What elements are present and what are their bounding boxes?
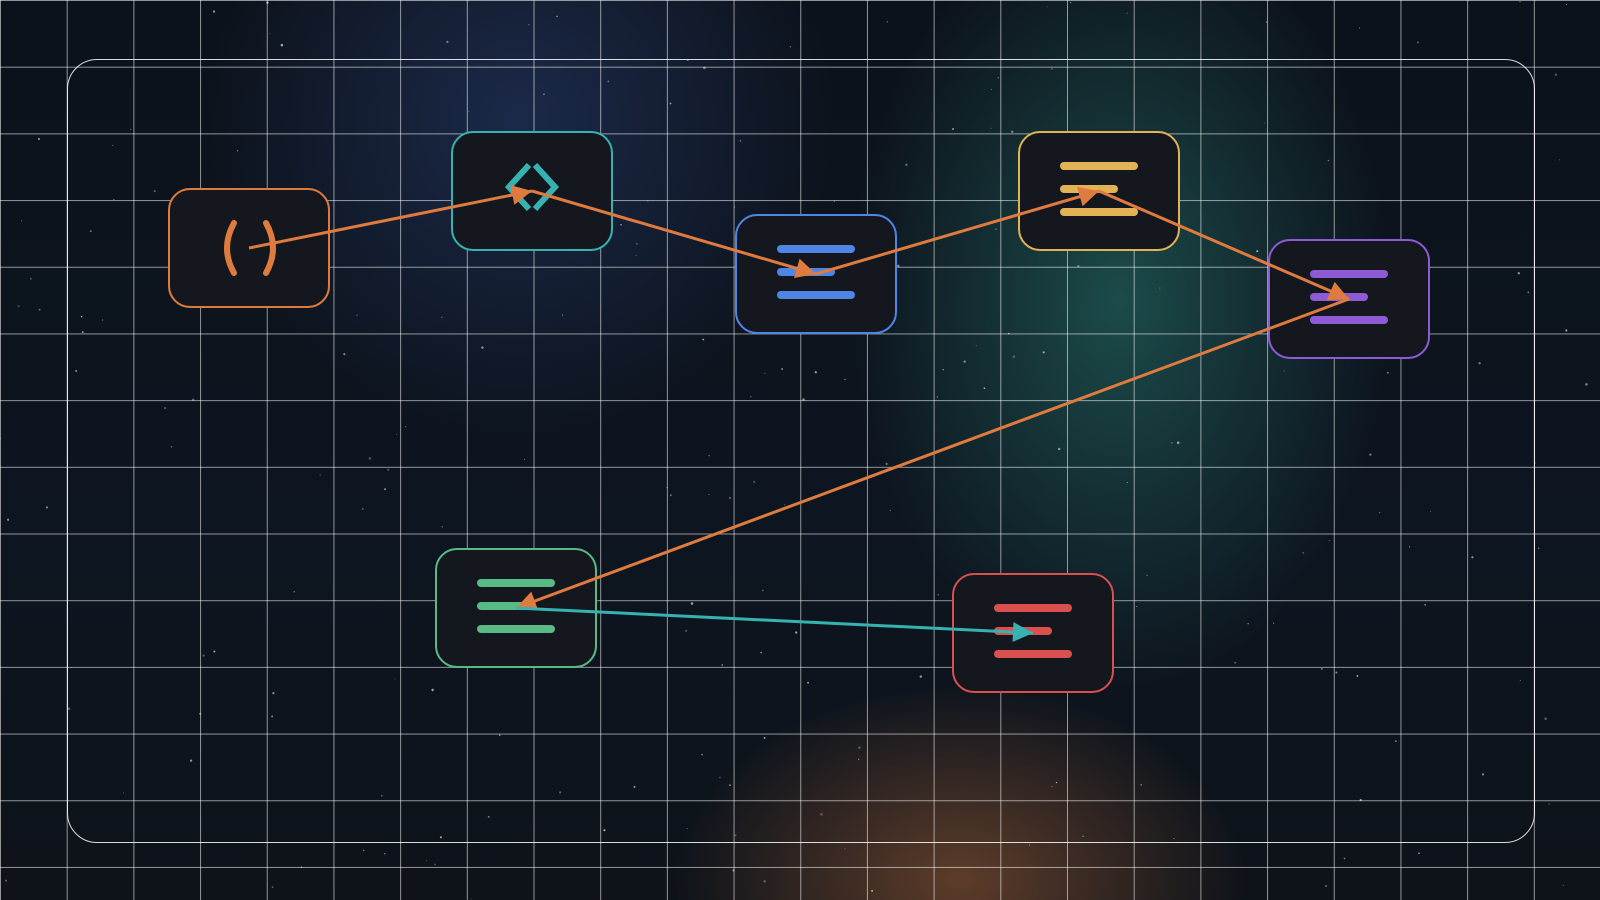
edge-n2-n3 [531,189,817,276]
arrowhead-n7 [1012,622,1033,643]
edge-n4-n5 [1098,189,1350,301]
arrowhead-n6 [516,591,539,611]
edge-n5-n6 [515,297,1350,610]
edge-n3-n4 [815,189,1100,276]
parentheses-icon [224,220,276,276]
edge-n1-n2 [248,189,533,250]
node-list-yellow[interactable] [1018,131,1180,251]
arrowhead-n2 [510,185,532,205]
arrowhead-n4 [1076,187,1099,207]
diagram-frame [67,59,1535,843]
arrowhead-n3 [793,258,816,278]
arrowhead-n5 [1326,281,1349,301]
diamond-icon [504,162,560,212]
node-list-purple[interactable] [1268,239,1430,359]
list-lines-icon [1060,162,1138,216]
node-list-red[interactable] [952,573,1114,693]
edge-n6-n7 [515,606,1034,635]
